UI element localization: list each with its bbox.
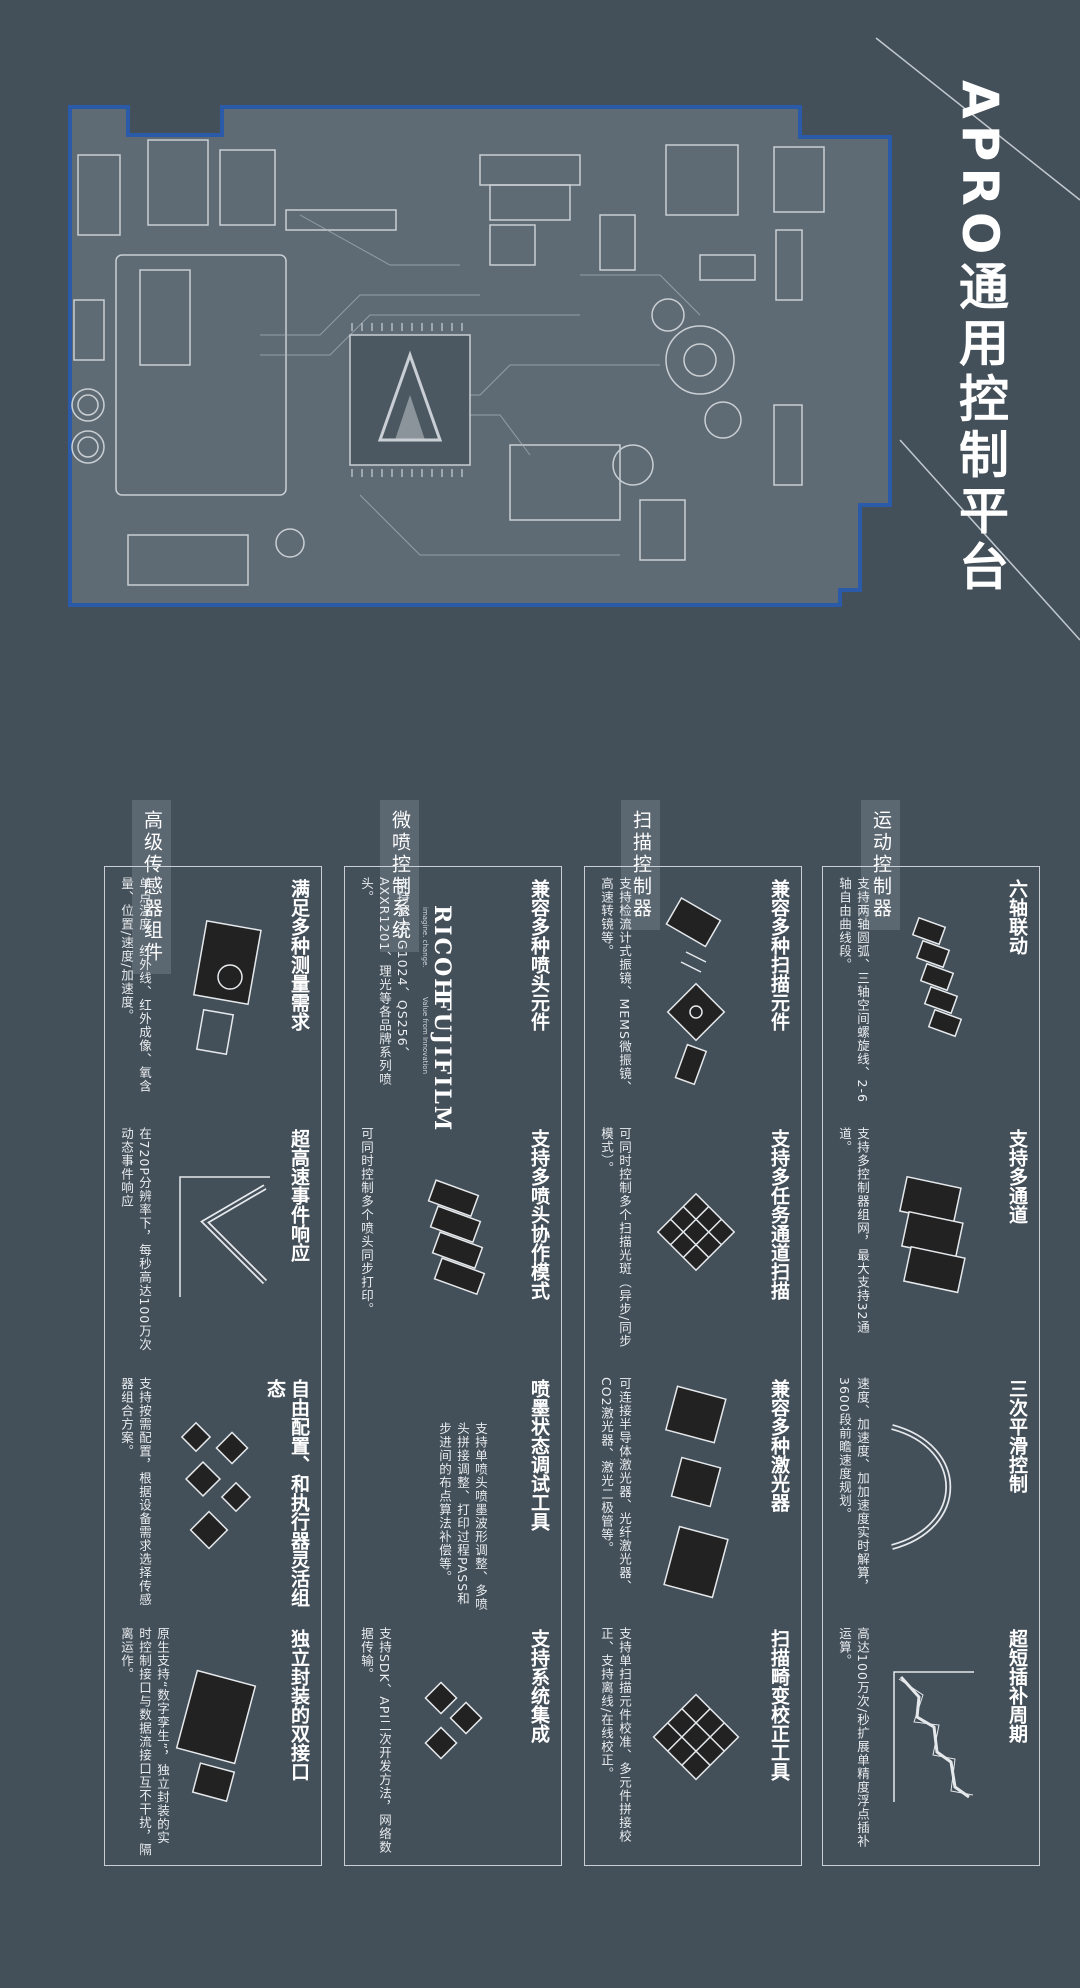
scan-grid-icon [656,1192,736,1272]
feature-event-response: 超高速事件响应 在720P分辨率下，每秒高达100万次动态事件响应 [105,1117,323,1367]
feature-desc: 支持多控制器组网，最大支持32通道。 [837,1127,870,1334]
feature-title: 喷墨状态调试工具 [528,1379,550,1531]
fujifilm-tagline: Value from Innovation [421,997,429,1075]
category-tag-scan-controller: 扫描控制器 [621,800,660,930]
feature-title: 支持系统集成 [528,1629,550,1743]
dual-interface-box-icon [175,1669,257,1803]
category-tag-motion-controller: 运动控制器 [861,800,900,930]
distortion-grid-icon [652,1693,740,1781]
feature-multi-printhead: 支持多喷头协作模式 可同时控制多个喷头同步打印。 [345,1117,563,1367]
feature-six-axis: 六轴联动 支持两轴圆弧、三轴空间螺旋线、2-6轴自由曲线段。 [823,867,1041,1117]
feature-desc: 支持单喷头喷墨波形调整、多喷头拼接调整、打印过程PASS和步进间的布点算法补偿等… [437,1422,488,1611]
feature-debug-tool: 喷墨状态调试工具 支持单喷头喷墨波形调整、多喷头拼接调整、打印过程PASS和步进… [345,1367,563,1617]
circuit-board-illustration [68,105,892,607]
category-tag-sensor-components: 高级传感器组件 [132,800,171,974]
ricoh-tagline: imagine. change. [421,907,429,968]
feature-desc: 可连接半导体激光器、光纤激光器、CO2激光器、激光二极管等。 [599,1377,632,1593]
column-scan-controller: 兼容多种扫描元件 支持检流计式振镜、MEMS微振镜、高速转镜等。 支持多任务通道… [584,866,802,1866]
feature-desc: 速度、加速度、加加速度实时解算，3600段前瞻速度规划。 [837,1377,870,1593]
feature-smooth-control: 三次平滑控制 速度、加速度、加加速度实时解算，3600段前瞻速度规划。 [823,1367,1041,1617]
feature-measurement: 满足多种测量需求 单点温度、红外线、红外成像、氧含量、位置/速度/加速度。 [105,867,323,1117]
sensor-modules-icon [180,1421,252,1550]
feature-desc: 支持SDK、API二次开发方法，网络数据传输。 [359,1627,392,1855]
category-tag-inkjet-system: 微喷控制系统 [380,800,419,952]
feature-multi-task-scan: 支持多任务通道扫描 可同时控制多个扫描光斑（异步/同步模式）。 [585,1117,803,1367]
sensor-panel-icon [192,920,262,1056]
feature-desc: 在720P分辨率下，每秒高达100万次动态事件响应 [119,1127,152,1352]
page-title: APRO通用控制平台 [951,80,1009,597]
feature-title: 超短插补周期 [1006,1629,1028,1743]
feature-title: 超高速事件响应 [288,1129,310,1262]
feature-distortion-tool: 扫描畸变校正工具 支持单扫描元件校准、多元件拼接校正、支持离线/在线校正。 [585,1617,803,1867]
s-curve-icon [891,1424,952,1550]
ricoh-logo: RICOH [429,905,455,1002]
feature-title: 独立封装的双接口 [288,1629,310,1781]
feature-desc: 支持两轴圆弧、三轴空间螺旋线、2-6轴自由曲线段。 [837,877,870,1103]
feature-flexible-config: 自由配置、和执行器灵活组态 支持按需配置，根据设备需求选择传感器组合方案。 [105,1367,323,1617]
feature-title: 六轴联动 [1006,879,1028,955]
event-response-icon [179,1176,270,1297]
feature-desc: 可同时控制多个喷头同步打印。 [359,1127,374,1316]
feature-title: 支持多通道 [1006,1129,1028,1224]
feature-dual-interface: 独立封装的双接口 原生支持“数字孪生”，独立封装的实时控制接口与数据流接口互不干… [105,1617,323,1867]
feature-desc: 支持按需配置，根据设备需求选择传感器组合方案。 [119,1377,152,1607]
feature-title: 兼容多种激光器 [768,1379,790,1512]
feature-printhead-compat: 兼容多种喷头元件 RICOH imagine. change. FUJIFILM… [345,867,563,1132]
feature-desc: 支持单扫描元件校准、多元件拼接校正、支持离线/在线校正。 [599,1627,632,1843]
feature-title: 三次平滑控制 [1006,1379,1028,1493]
feature-desc: 高达100万次/秒扩展单精度浮点插补运算。 [837,1627,870,1849]
column-inkjet-system: 兼容多种喷头元件 RICOH imagine. change. FUJIFILM… [344,866,562,1866]
feature-title: 支持多任务通道扫描 [768,1129,790,1300]
feature-desc: 原生支持“数字孪生”，独立封装的实时控制接口与数据流接口互不干扰，隔离运作。 [119,1627,170,1857]
feature-desc: 支持富士SG1024、QS256、AXXR1201、理光等各品牌系列喷头。 [359,877,410,1087]
feature-interpolation: 超短插补周期 高达100万次/秒扩展单精度浮点插补运算。 [823,1617,1041,1867]
column-motion-controller: 六轴联动 支持两轴圆弧、三轴空间螺旋线、2-6轴自由曲线段。 支持多通道 支持多… [822,866,1040,1866]
feature-desc: 可同时控制多个扫描光斑（异步/同步模式）。 [599,1127,632,1349]
feature-desc: 单点温度、红外线、红外成像、氧含量、位置/速度/加速度。 [119,877,152,1093]
feature-title: 兼容多种扫描元件 [768,879,790,1031]
multi-channel-controller-icon [898,1175,966,1294]
six-axis-motor-icon [911,917,963,1038]
feature-laser-compat: 兼容多种激光器 可连接半导体激光器、光纤激光器、CO2激光器、激光二极管等。 [585,1367,803,1617]
system-integration-icon [424,1681,483,1760]
feature-system-integration: 支持系统集成 支持SDK、API二次开发方法，网络数据传输。 [345,1617,563,1867]
multi-printhead-icon [427,1179,486,1296]
scan-mirror-icon [665,896,726,1086]
feature-title: 兼容多种喷头元件 [528,879,550,1031]
fujifilm-logo: FUJIFILM [429,995,455,1133]
laser-device-icon [663,1385,729,1599]
feature-multi-channel: 支持多通道 支持多控制器组网，最大支持32通道。 [823,1117,1041,1367]
feature-title: 自由配置、和执行器灵活组态 [264,1379,310,1607]
interpolation-chart-icon [893,1671,974,1802]
feature-scan-elements: 兼容多种扫描元件 支持检流计式振镜、MEMS微振镜、高速转镜等。 [585,867,803,1117]
feature-desc: 支持检流计式振镜、MEMS微振镜、高速转镜等。 [599,877,632,1094]
feature-title: 满足多种测量需求 [288,879,310,1031]
column-sensor-components: 满足多种测量需求 单点温度、红外线、红外成像、氧含量、位置/速度/加速度。 超高… [104,866,322,1866]
feature-title: 支持多喷头协作模式 [528,1129,550,1300]
feature-title: 扫描畸变校正工具 [768,1629,790,1781]
